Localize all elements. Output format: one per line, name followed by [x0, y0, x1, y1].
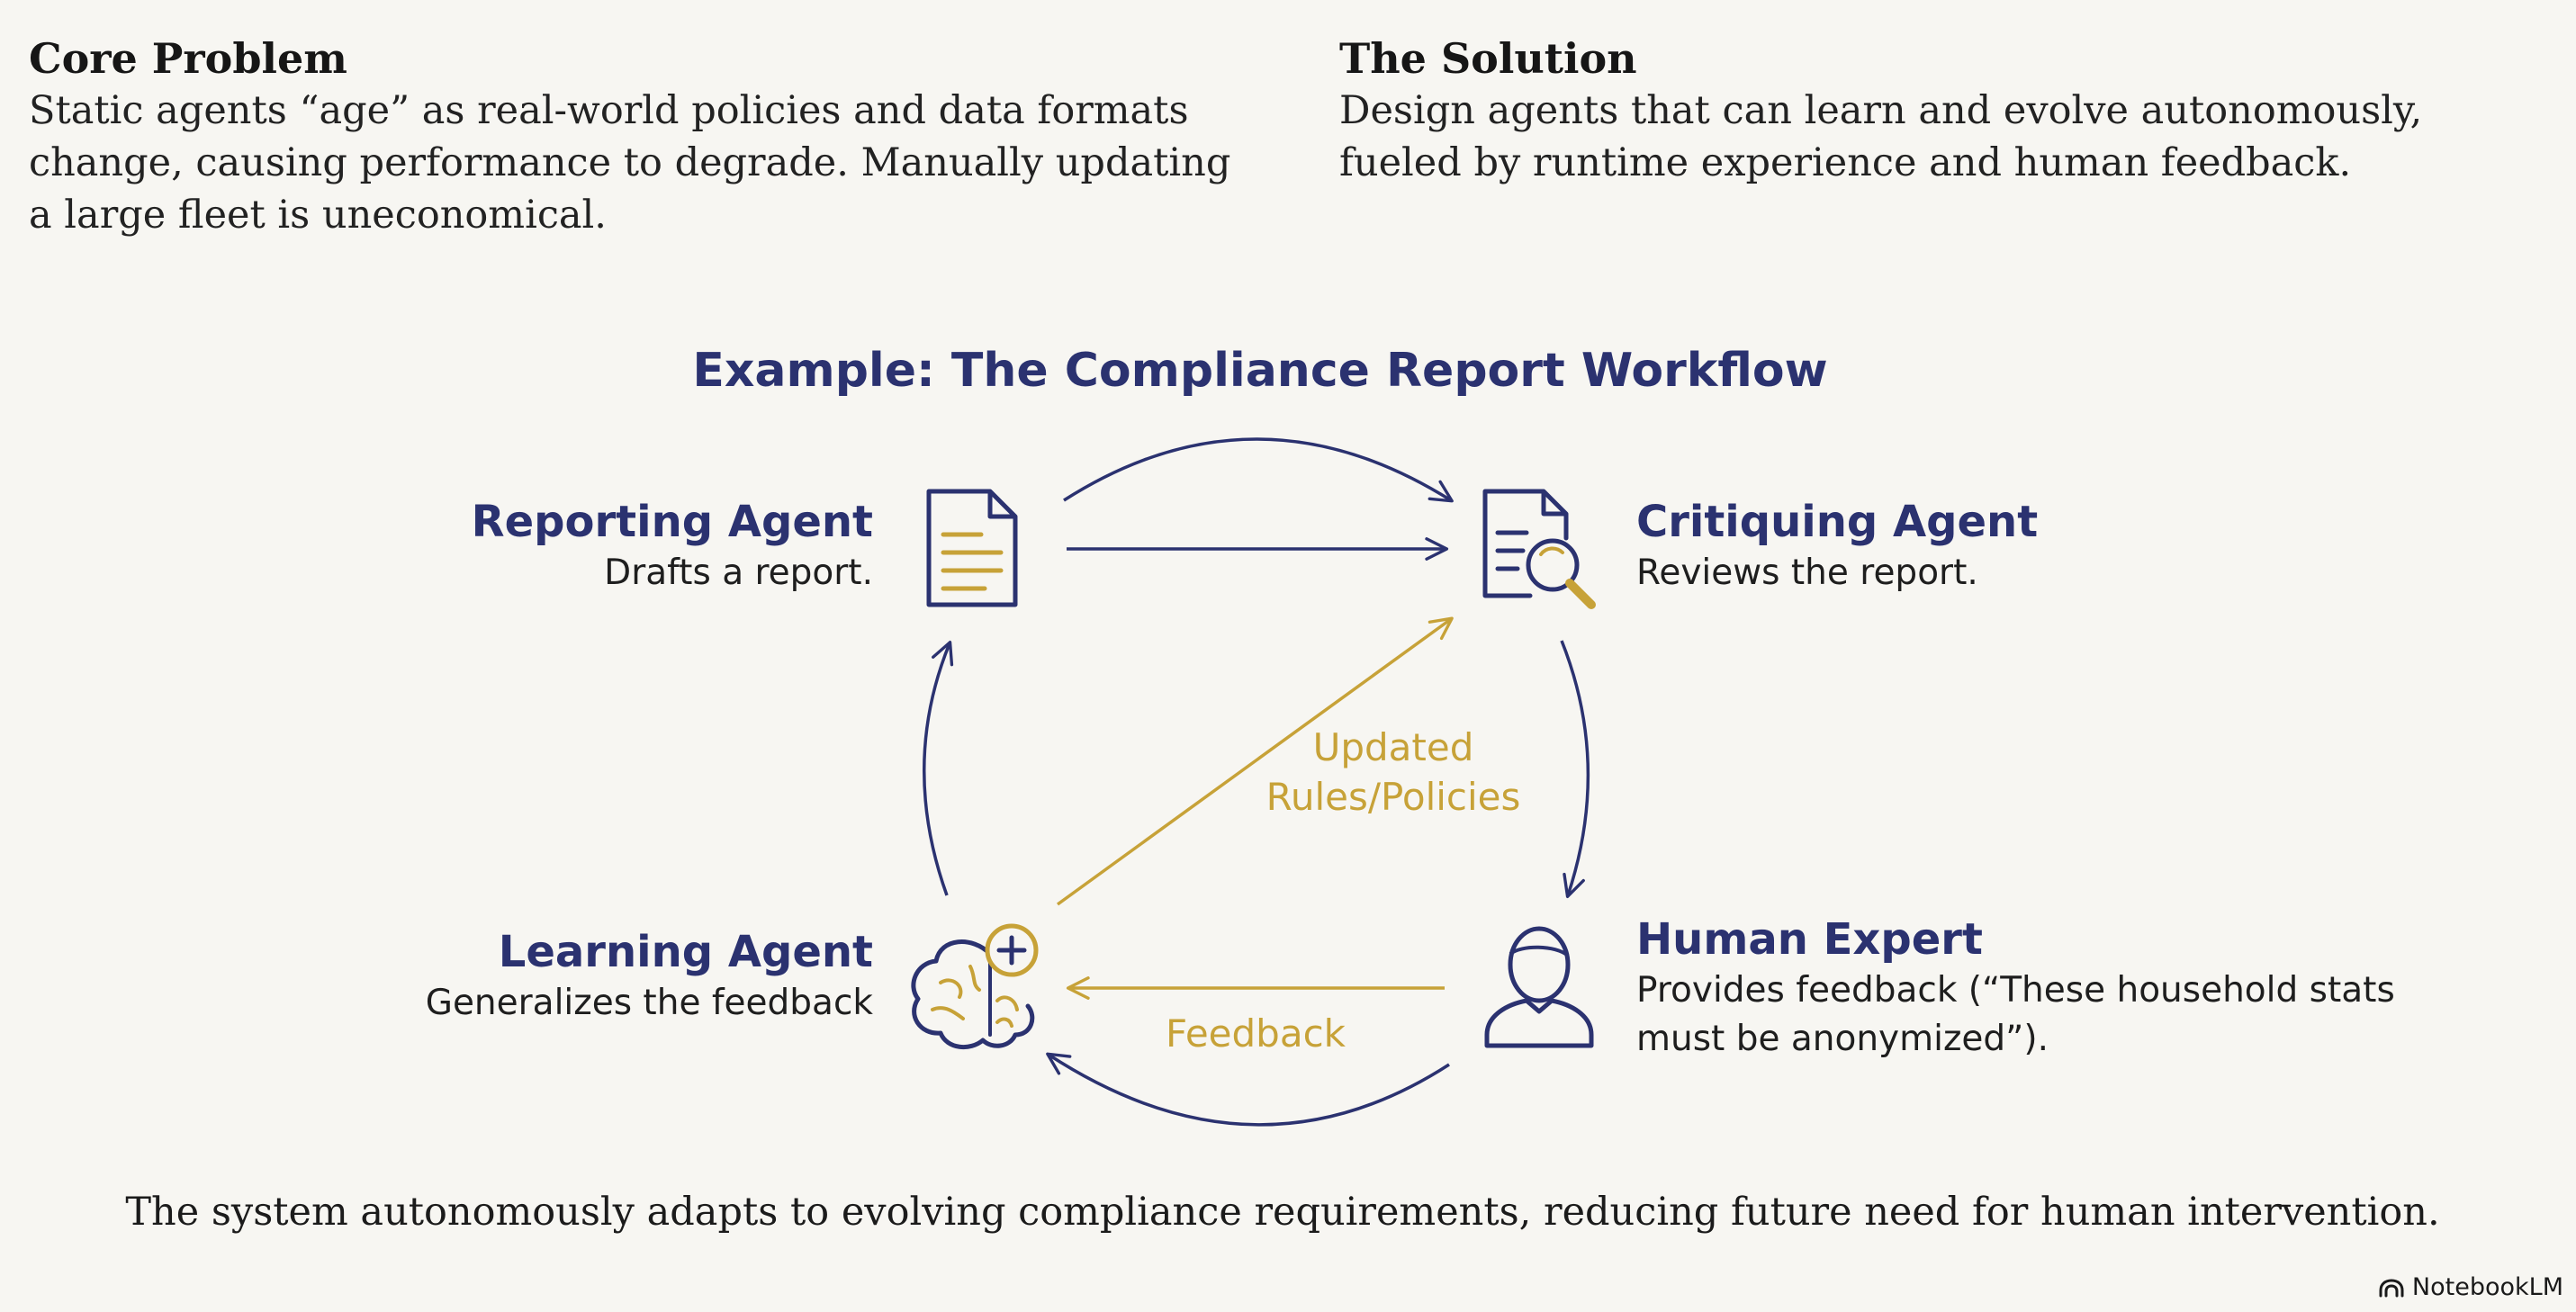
reporting-agent-desc: Drafts a report.	[604, 553, 873, 593]
core-problem-title: Core Problem	[29, 34, 347, 83]
human-expert-node: Human Expert Provides feedback (“These h…	[1636, 912, 2446, 1064]
solution-body: Design agents that can learn and evolve …	[1339, 88, 2423, 185]
footer-summary: The system autonomously adapts to evolvi…	[125, 1190, 2440, 1235]
learning-agent-node: Learning Agent Generalizes the feedback	[426, 925, 873, 1028]
reporting-agent-title: Reporting Agent	[471, 497, 873, 547]
critiquing-agent-node: Critiquing Agent Reviews the report.	[1636, 495, 2038, 598]
critiquing-agent-desc: Reviews the report.	[1636, 553, 1978, 593]
learning-agent-title: Learning Agent	[498, 927, 873, 977]
person-icon	[1484, 926, 1594, 1048]
feedback-label: Feedback	[1166, 1011, 1347, 1056]
solution-title: The Solution	[1339, 34, 1637, 83]
notebooklm-logo-icon	[2379, 1278, 2404, 1297]
diagram-title: Example: The Compliance Report Workflow	[692, 344, 1828, 398]
brand-watermark: NotebookLM	[2378, 1273, 2563, 1301]
brain-plus-icon	[911, 923, 1039, 1049]
learning-agent-desc: Generalizes the feedback	[425, 983, 873, 1023]
reporting-agent-node: Reporting Agent Drafts a report.	[472, 495, 873, 598]
brand-name: NotebookLM	[2411, 1273, 2563, 1301]
arc-reporting-to-critiquing	[1063, 437, 1454, 503]
core-problem-block: Core Problem Static agents “age” as real…	[29, 32, 1253, 241]
arrow-learning-to-critiquing	[1056, 616, 1454, 906]
human-expert-title: Human Expert	[1636, 914, 1983, 965]
document-search-icon	[1482, 489, 1596, 609]
critiquing-agent-title: Critiquing Agent	[1636, 497, 2039, 547]
document-icon	[926, 489, 1018, 607]
solution-block: The Solution Design agents that can lear…	[1339, 32, 2509, 189]
arc-critiquing-to-human	[1560, 640, 1590, 899]
updated-rules-label-line1: Updated	[1313, 725, 1474, 769]
arc-learning-to-reporting	[923, 641, 954, 896]
core-problem-body: Static agents “age” as real-world polici…	[29, 88, 1231, 238]
arc-human-to-learning	[1046, 1052, 1450, 1127]
updated-rules-label-line2: Rules/Policies	[1266, 775, 1521, 819]
human-expert-desc: Provides feedback (“These household stat…	[1636, 970, 2395, 1059]
